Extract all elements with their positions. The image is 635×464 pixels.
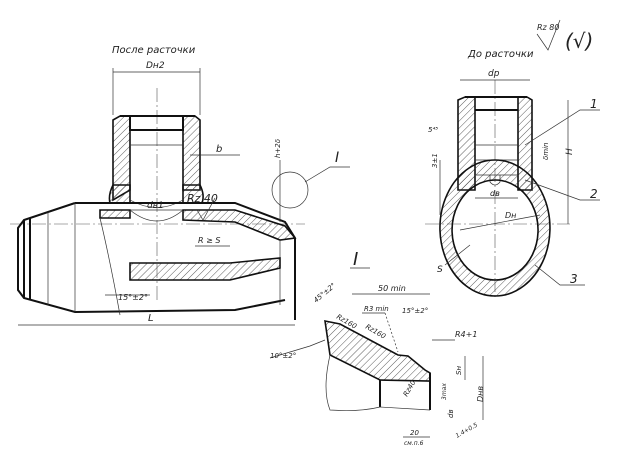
dim-20: 20 — [410, 429, 419, 437]
dim-angle: 15°±2° — [118, 293, 148, 302]
dim-s: S — [437, 265, 443, 275]
view-before-boring: До расточки dр 5⁴⁵ 3±1 δmin H dв Dн S 1 … — [425, 49, 600, 300]
dim-r3min: R3 min — [364, 305, 389, 313]
callout-1: 1 — [590, 97, 598, 111]
dim-length: L — [148, 313, 154, 324]
dim-b: b — [216, 144, 222, 155]
dim-angle-top: 45°±2° — [312, 282, 337, 305]
detail-I: I 50 min 45°±2° Rz160 R3 min Rz160 15°±2… — [269, 249, 485, 447]
dim-dnv: Dнв — [476, 386, 485, 402]
dim-3max: 3max — [441, 383, 448, 400]
dim-height: H — [565, 148, 575, 155]
roughness-rz40: Rz 40 — [187, 192, 218, 205]
roughness-bracket: (√) — [565, 29, 593, 53]
callout-3: 3 — [570, 272, 578, 286]
dim-50min: 50 min — [378, 284, 406, 293]
dim-chamfer: 5⁴⁵ — [428, 126, 438, 134]
dim-dn2: Dн2 — [146, 61, 165, 71]
dim-dv: dв — [490, 189, 500, 198]
dim-dv: dв — [447, 409, 455, 418]
dim-tol: 1.4+0.5 — [455, 422, 480, 440]
detail-marker: I — [335, 150, 339, 166]
callout-2: 2 — [590, 187, 598, 201]
view-after-boring: После расточки Dн2 b h+2δ I dв1 Rz 40 — [10, 45, 350, 326]
dim-height: h+2δ — [274, 139, 282, 158]
view-title: После расточки — [112, 45, 196, 56]
dim-offset: 3±1 — [431, 153, 439, 168]
roughness-label: Rz 80 — [537, 23, 559, 32]
dim-ref: см.п.6 — [404, 440, 424, 447]
dim-sn: Sн — [455, 366, 463, 375]
dim-angle-right: 15°±2° — [402, 307, 428, 315]
dim-dn: Dн — [505, 211, 516, 220]
dim-r4: R4+1 — [455, 330, 477, 339]
dim-dv1: dв1 — [147, 201, 164, 211]
dim-radius: R ≥ S — [198, 236, 220, 245]
view-title: До расточки — [467, 49, 534, 60]
dim-angle-left: 10°±2° — [270, 352, 296, 360]
dim-delta: δmin — [542, 143, 550, 160]
general-roughness-mark: Rz 80 (√) — [536, 19, 593, 53]
dim-dr: dр — [488, 69, 500, 79]
detail-title: I — [353, 249, 358, 270]
